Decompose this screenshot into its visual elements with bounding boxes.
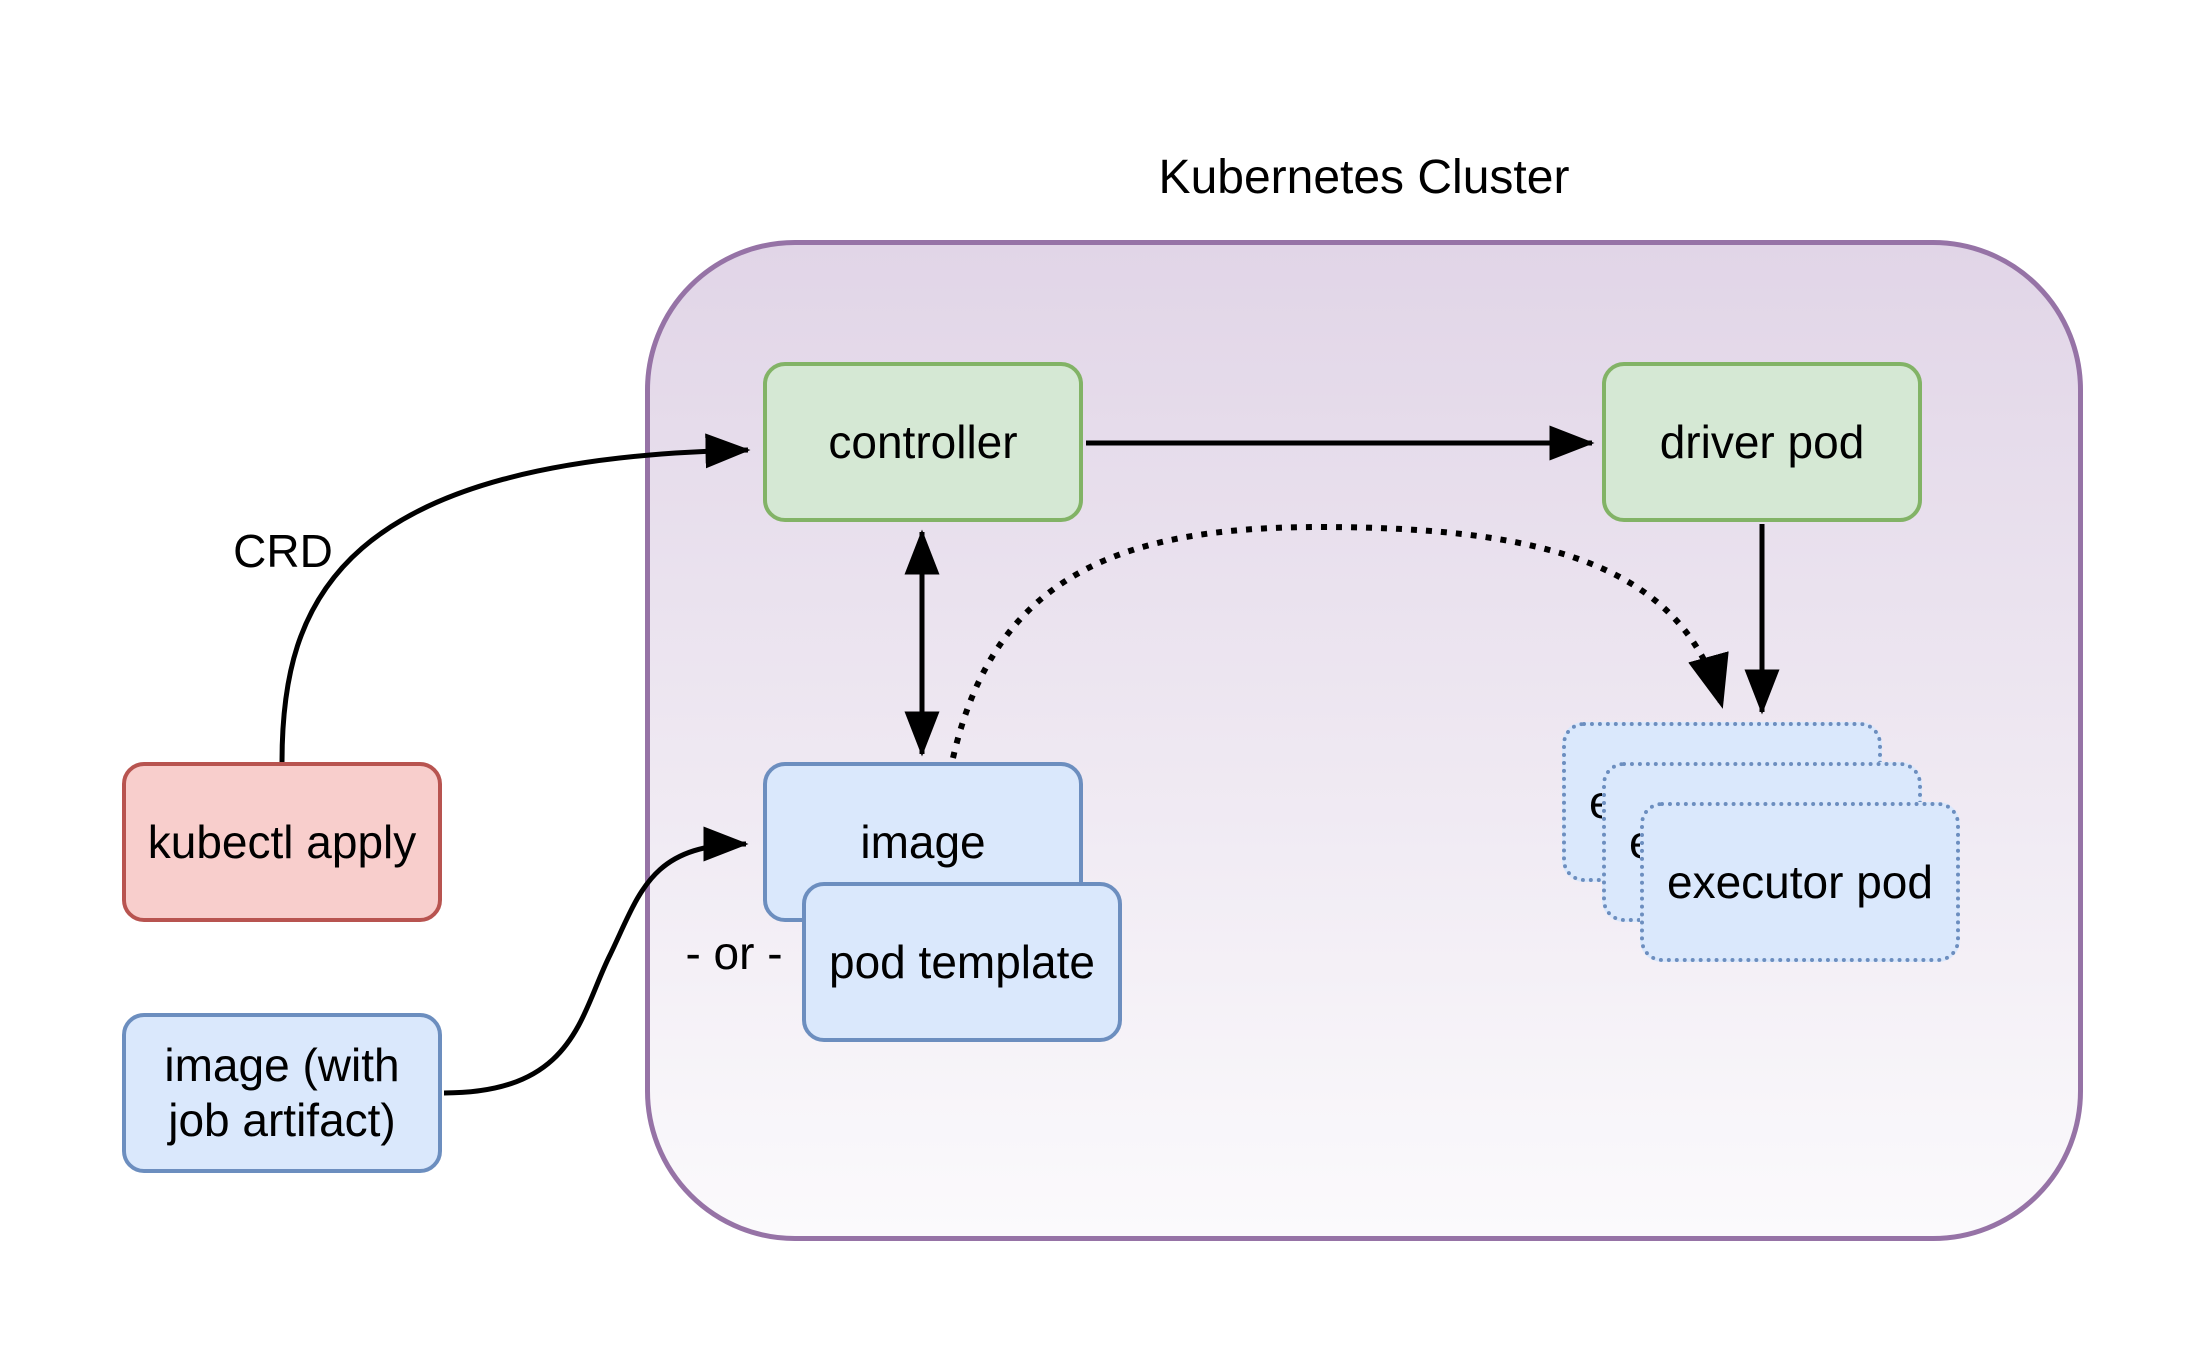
- image-with-job-artifact-label: image (with job artifact): [164, 1038, 399, 1148]
- controller-node: controller: [763, 362, 1083, 522]
- image-with-job-artifact-node: image (with job artifact): [122, 1013, 442, 1173]
- pod-template-label: pod template: [829, 935, 1095, 988]
- kubectl-apply-node: kubectl apply: [122, 762, 442, 922]
- executor-pod-node-front: executor pod: [1640, 802, 1960, 962]
- artifact-label-line2: job artifact): [168, 1094, 396, 1146]
- driver-pod-node: driver pod: [1602, 362, 1922, 522]
- driver-pod-label: driver pod: [1659, 415, 1865, 468]
- kubectl-apply-label: kubectl apply: [147, 815, 417, 868]
- artifact-label-line1: image (with: [164, 1039, 400, 1091]
- pod-template-node: pod template: [802, 882, 1122, 1042]
- crd-edge-label: CRD: [233, 525, 333, 577]
- image-label: image: [860, 815, 986, 868]
- cluster-title: Kubernetes Cluster: [1158, 151, 1570, 204]
- or-label: - or -: [685, 927, 783, 979]
- executor-pod-label: executor pod: [1667, 855, 1933, 908]
- controller-label: controller: [828, 415, 1018, 468]
